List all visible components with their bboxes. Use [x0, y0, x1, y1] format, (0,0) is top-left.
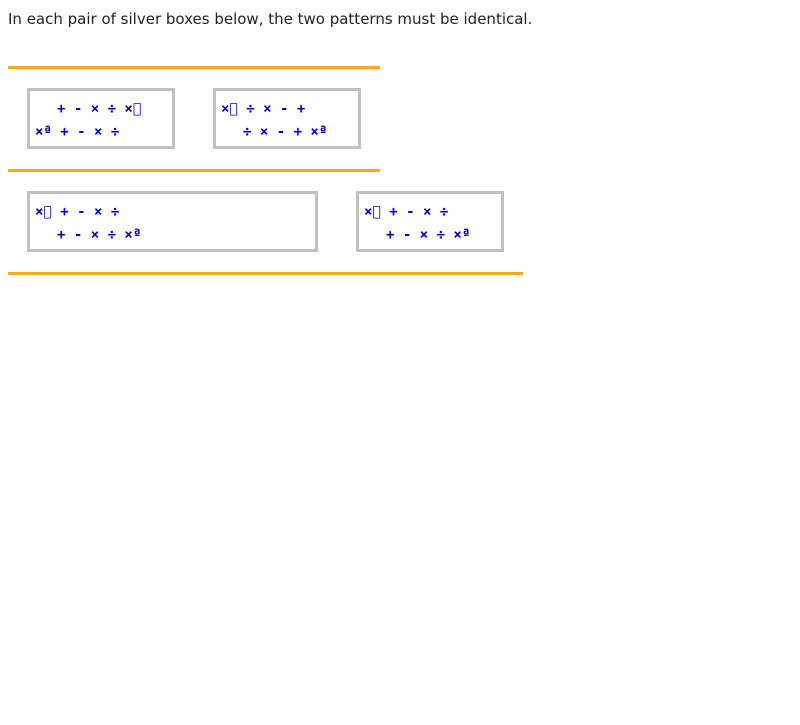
pattern-box-right[interactable]: ×⃞ ÷ × - + ÷ × - + ×ª: [213, 88, 361, 149]
divider-bottom: [8, 272, 523, 275]
pattern-line-1: + - × ÷ ×⃞: [57, 101, 142, 117]
pattern-line-2: ÷ × - + ×ª: [243, 124, 328, 140]
pattern-line-2: + - × ÷ ×ª: [57, 227, 142, 243]
pattern-box-left[interactable]: ×⃞ + - × ÷ + - × ÷ ×ª: [27, 191, 318, 252]
pattern-box-left[interactable]: + - × ÷ ×⃞ ×ª + - × ÷: [27, 88, 175, 149]
instruction-text: In each pair of silver boxes below, the …: [8, 10, 533, 28]
pattern-line-2: + - × ÷ ×ª: [386, 227, 471, 243]
pattern-line-1: ×⃞ + - × ÷: [364, 204, 449, 220]
divider-top: [8, 66, 380, 69]
pattern-line-2: ×ª + - × ÷: [35, 124, 120, 140]
pattern-box-right[interactable]: ×⃞ + - × ÷ + - × ÷ ×ª: [356, 191, 504, 252]
divider-middle: [8, 169, 380, 172]
pattern-line-1: ×⃞ ÷ × - +: [221, 101, 306, 117]
pattern-line-1: ×⃞ + - × ÷: [35, 204, 120, 220]
